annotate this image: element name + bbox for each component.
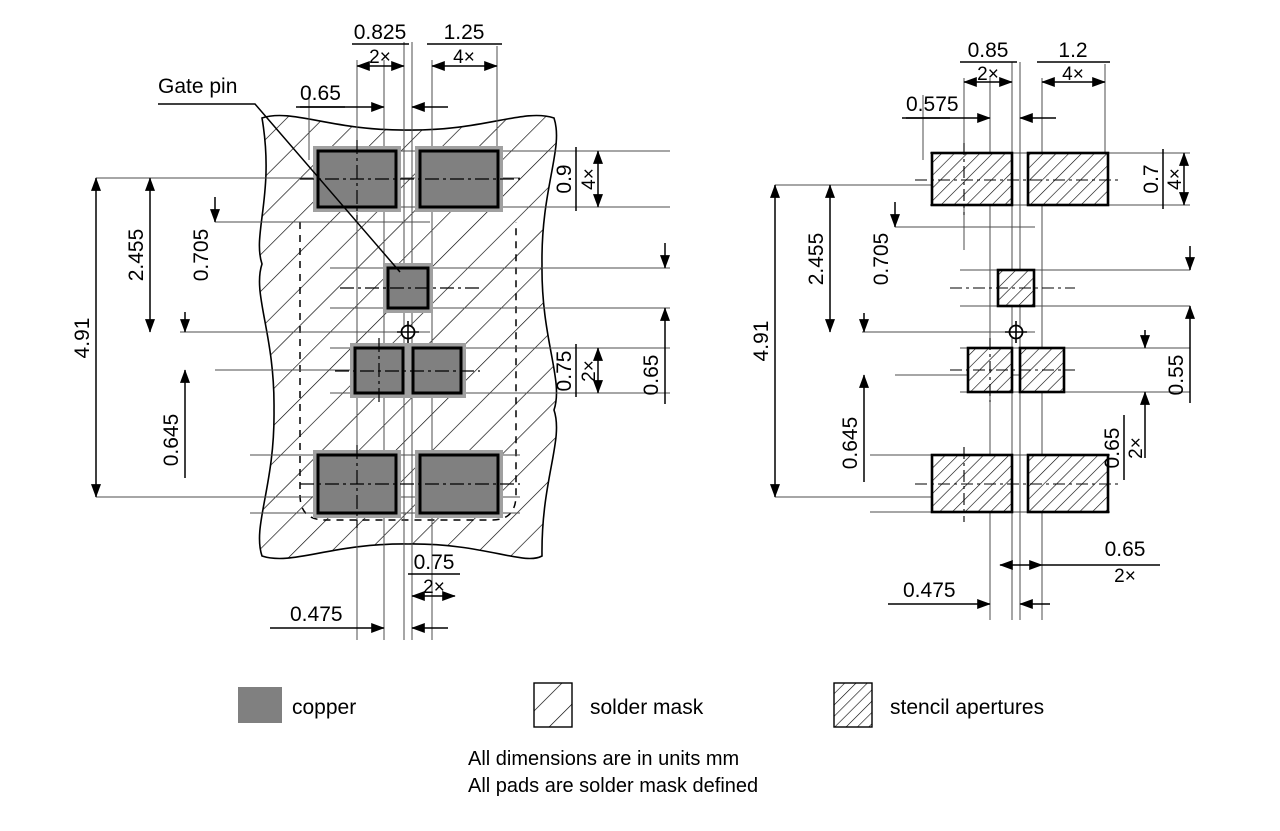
dim-right-right-065: 0.65 2× (1101, 330, 1150, 480)
dim-left-0645: 0.645 (160, 312, 190, 478)
dim-value: 0.475 (903, 579, 956, 602)
solder-mask-swatch-icon (533, 682, 573, 728)
dim-value: 0.825 (354, 21, 407, 44)
left-view-copper-solder-mask: Gate pin 0.825 2× 1.25 4× 0.65 4.91 (71, 21, 670, 640)
stencil-aperture-top-right (1026, 151, 1110, 207)
dim-value: 4.91 (750, 321, 773, 362)
dim-left-right-075: 0.75 2× (553, 344, 603, 397)
dim-right-bottom-065: 0.65 2× (999, 538, 1160, 587)
dim-left-top-125: 1.25 4× (427, 21, 502, 71)
notes-block: All dimensions are in units mm All pads … (468, 748, 758, 797)
dim-right-0645: 0.645 (839, 313, 869, 482)
dim-value: 0.9 (553, 164, 576, 193)
datum-origin-marker-right (1005, 321, 1027, 343)
legend-label-solder-mask: solder mask (590, 696, 704, 719)
dim-multiplier: 4× (579, 168, 600, 190)
dim-multiplier: 4× (1062, 64, 1084, 85)
dim-right-right-055: 0.55 (1165, 246, 1195, 403)
dim-right-top-085: 0.85 2× (960, 39, 1017, 87)
dim-multiplier: 4× (453, 47, 475, 68)
dim-left-top-065: 0.65 (296, 82, 448, 112)
dim-right-2455: 2.455 (805, 184, 835, 333)
stencil-aperture-swatch-icon (833, 682, 873, 728)
dim-multiplier: 4× (1165, 168, 1186, 190)
dim-value: 0.7 (1140, 164, 1163, 193)
legend-item-stencil-apertures: stencil apertures (833, 682, 1044, 728)
dim-value: 0.65 (1101, 428, 1124, 469)
legend: copper solder mask stencil apertures (238, 682, 1044, 728)
dim-left-0705: 0.705 (190, 197, 220, 282)
dim-multiplier: 2× (977, 64, 999, 85)
dim-left-right-09: 0.9 4× (553, 147, 603, 211)
dim-multiplier: 2× (423, 577, 445, 598)
legend-label-stencil-apertures: stencil apertures (890, 696, 1044, 719)
dim-value: 0.65 (640, 355, 663, 396)
dim-left-491: 4.91 (71, 177, 101, 498)
dim-right-top-0575: 0.575 (902, 93, 1056, 123)
dim-multiplier: 2× (369, 47, 391, 68)
dim-left-bottom-075: 0.75 2× (408, 551, 460, 601)
dim-value: 0.575 (906, 93, 959, 116)
dim-value: 0.75 (414, 551, 455, 574)
pad-centerlines-left-view (300, 140, 520, 528)
legend-item-copper: copper (238, 687, 356, 723)
copper-swatch-icon (238, 687, 282, 723)
gate-pin-label: Gate pin (158, 75, 237, 98)
vertical-extension-lines-right-view (922, 62, 1106, 620)
dim-value: 4.91 (71, 318, 94, 359)
dim-right-top-12: 1.2 4× (1037, 39, 1110, 87)
legend-item-solder-mask: solder mask (533, 682, 704, 728)
datum-origin-marker (397, 321, 419, 343)
dim-value: 0.65 (300, 82, 341, 105)
dim-value: 0.475 (290, 603, 343, 626)
aperture-centerlines-right-view (915, 143, 1120, 522)
stencil-aperture-top-left (930, 151, 1014, 207)
dim-value: 1.2 (1058, 39, 1087, 62)
dim-right-right-07: 0.7 4× (1140, 149, 1189, 209)
dim-value: 1.25 (444, 21, 485, 44)
dim-value: 0.645 (160, 414, 183, 467)
dim-right-491: 4.91 (750, 184, 780, 498)
dim-left-bottom-0475: 0.475 (270, 603, 448, 633)
right-view-stencil-apertures: 0.85 2× 1.2 4× 0.575 4.91 2.455 0.70 (750, 39, 1195, 620)
note-line-1: All dimensions are in units mm (468, 748, 739, 770)
dim-value: 0.85 (968, 39, 1009, 62)
note-line-2: All pads are solder mask defined (468, 775, 758, 797)
dim-multiplier: 2× (1114, 566, 1136, 587)
dim-value: 0.75 (553, 351, 576, 392)
dim-value: 0.55 (1165, 355, 1188, 396)
dim-right-bottom-0475: 0.475 (888, 579, 1050, 609)
dim-value: 2.455 (805, 233, 828, 286)
legend-label-copper: copper (292, 696, 356, 719)
dim-value: 2.455 (125, 229, 148, 282)
dim-value: 0.705 (190, 229, 213, 282)
dim-multiplier: 2× (1126, 437, 1147, 459)
dim-left-right-065: 0.65 (640, 243, 670, 404)
component-body-outline-dashed (299, 222, 517, 521)
dim-right-0705: 0.705 (870, 202, 900, 286)
gate-pin-leader (158, 103, 401, 273)
dim-left-top-0825: 0.825 2× (352, 21, 409, 71)
dim-left-2455: 2.455 (125, 177, 155, 333)
dim-multiplier: 2× (579, 360, 600, 382)
dim-value: 0.705 (870, 233, 893, 286)
dim-value: 0.645 (839, 417, 862, 470)
dim-value: 0.65 (1105, 538, 1146, 561)
